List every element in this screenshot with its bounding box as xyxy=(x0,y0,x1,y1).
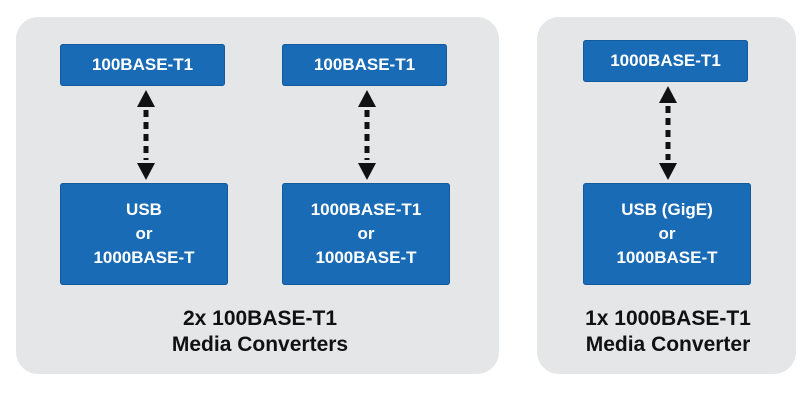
right-converter-bottom-line-3: 1000BASE-T xyxy=(616,248,718,267)
right-converter-top-box: 1000BASE-T1 xyxy=(583,40,748,82)
left-converter-2-bottom-line-2: or xyxy=(357,224,375,243)
left-converter-1-top-label: 100BASE-T1 xyxy=(91,55,194,74)
left-converter-2-bottom-line-3: 1000BASE-T xyxy=(315,248,417,267)
left-converter-1-top-box: 100BASE-T1 xyxy=(60,44,225,86)
left-converter-1-bottom-line-3: 1000BASE-T xyxy=(93,248,195,267)
right-converter-bidirectional-arrow-icon xyxy=(659,86,677,180)
right-group-caption-line-2: Media Converter xyxy=(585,333,751,356)
right-group-caption: 1x 1000BASE-T1 Media Converter xyxy=(548,306,788,358)
left-converter-1-bottom-line-1: USB xyxy=(126,200,162,219)
left-converter-1-bidirectional-arrow-icon xyxy=(137,90,155,180)
left-group-caption: 2x 100BASE-T1 Media Converters xyxy=(140,306,380,358)
right-converter-bottom-line-1: USB (GigE) xyxy=(621,200,713,219)
left-converter-2-bottom-line-1: 1000BASE-T1 xyxy=(310,200,422,219)
right-converter-bottom-box: USB (GigE) or 1000BASE-T xyxy=(583,183,751,285)
right-group-caption-line-1: 1x 1000BASE-T1 xyxy=(585,307,751,330)
right-converter-bottom-line-2: or xyxy=(658,224,676,243)
right-converter-top-label: 1000BASE-T1 xyxy=(610,51,721,70)
left-converter-2-bottom-box: 1000BASE-T1 or 1000BASE-T xyxy=(282,183,450,285)
left-converter-1-bottom-box: USB or 1000BASE-T xyxy=(60,183,228,285)
left-group-caption-line-2: Media Converters xyxy=(171,333,349,356)
left-converter-2-top-box: 100BASE-T1 xyxy=(282,44,447,86)
left-converter-1-bottom-line-2: or xyxy=(135,224,153,243)
left-converter-2-top-label: 100BASE-T1 xyxy=(313,55,416,74)
left-converter-2-bidirectional-arrow-icon xyxy=(358,90,376,180)
left-group-caption-line-1: 2x 100BASE-T1 xyxy=(182,307,338,330)
